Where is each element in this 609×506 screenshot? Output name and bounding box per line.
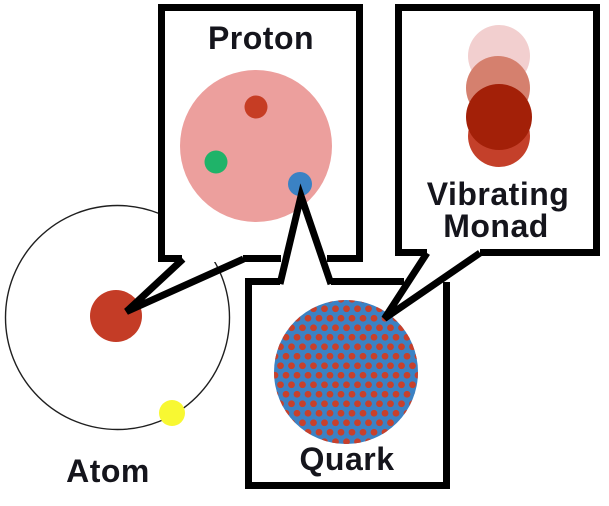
monad-to-quark-dot-pointer bbox=[381, 250, 482, 322]
quark-box: Quark bbox=[245, 278, 450, 489]
vibrating-monad-label-line1: Vibrating bbox=[427, 176, 570, 212]
vibrating-monad-label-line2: Monad bbox=[443, 208, 549, 244]
proton-box: Proton bbox=[158, 4, 363, 262]
quark-dot-pattern-overlay bbox=[274, 300, 418, 444]
vibrating-monad-box-border bbox=[395, 4, 600, 256]
proton-red-quark-dot bbox=[244, 95, 268, 119]
proton-to-nucleus-pointer bbox=[124, 255, 245, 315]
electron-orbit-circle bbox=[4, 204, 231, 431]
quark-label: Quark bbox=[300, 441, 395, 477]
vibrating-monad-box: Vibrating Monad bbox=[395, 4, 600, 256]
atom-label: Atom bbox=[66, 453, 150, 489]
proton-green-quark-dot bbox=[204, 150, 228, 174]
quark-box-border bbox=[245, 278, 450, 489]
proton-label: Proton bbox=[208, 20, 314, 56]
proton-blue-quark-dot bbox=[288, 172, 312, 196]
monad-dark-red-circle bbox=[466, 84, 532, 150]
atom-group: Atom bbox=[4, 204, 231, 489]
atom-nucleus-circle bbox=[90, 290, 142, 342]
electron-circle bbox=[159, 400, 185, 426]
proton-body-circle bbox=[180, 70, 332, 222]
quark-to-blue-quark-pointer bbox=[276, 183, 335, 286]
proton-box-border bbox=[158, 4, 363, 262]
